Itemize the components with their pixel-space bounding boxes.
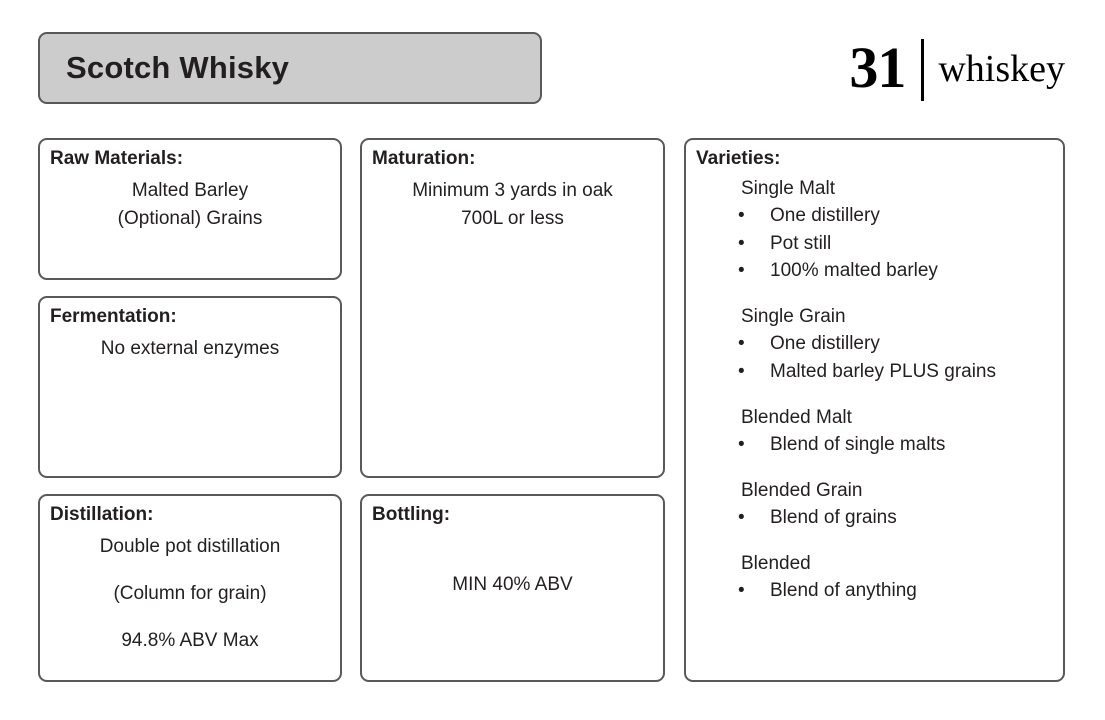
- bullet-icon: •: [738, 260, 745, 282]
- card-line: No external enzymes: [100, 337, 280, 359]
- list-item: • One distillery: [696, 202, 1053, 230]
- variety-name: Single Malt: [741, 177, 835, 199]
- title-banner: Scotch Whisky: [38, 32, 542, 104]
- list-item-label: One distillery: [770, 333, 880, 355]
- list-item: • Malted barley PLUS grains: [696, 358, 1053, 386]
- card-line: Minimum 3 yards in oak: [412, 179, 613, 201]
- card-body: Minimum 3 yards in oak 700L or less: [372, 177, 653, 233]
- list-item-label: Blend of grains: [770, 507, 897, 529]
- list-item: • One distillery: [696, 330, 1053, 358]
- list-item-label: 100% malted barley: [770, 260, 938, 282]
- card-body: Double pot distillation (Column for grai…: [50, 533, 330, 655]
- variety-group: Single Malt • One distillery • Pot still •…: [696, 175, 1053, 285]
- card-distillation: Distillation: Double pot distillation (C…: [38, 494, 342, 682]
- list-item-label: One distillery: [770, 205, 880, 227]
- varieties-list: Single Malt • One distillery • Pot still •…: [696, 175, 1053, 605]
- card-line: (Column for grain): [113, 582, 267, 604]
- card-title: Varieties:: [696, 148, 781, 169]
- variety-group: Blended • Blend of anything: [696, 550, 1053, 605]
- list-item: • Blend of grains: [696, 504, 1053, 532]
- bullet-icon: •: [738, 232, 745, 254]
- list-item-label: Blend of anything: [770, 580, 917, 602]
- card-fermentation: Fermentation: No external enzymes: [38, 296, 342, 478]
- brand-logo: 31 whiskey: [849, 34, 1065, 106]
- brand-word: whiskey: [938, 48, 1065, 90]
- bullet-icon: •: [738, 361, 745, 383]
- variety-name: Blended Grain: [741, 479, 863, 501]
- bullet-icon: •: [738, 434, 745, 456]
- variety-bullet-list: • Blend of anything: [696, 577, 1053, 605]
- card-line-spacer: [50, 561, 330, 580]
- bullet-icon: •: [738, 580, 745, 602]
- variety-name: Blended Malt: [741, 406, 852, 428]
- card-varieties: Varieties: Single Malt • One distillery •…: [684, 138, 1065, 682]
- variety-name: Single Grain: [741, 305, 846, 327]
- variety-name: Blended: [741, 552, 811, 574]
- list-item-label: Malted barley PLUS grains: [770, 361, 996, 383]
- bullet-icon: •: [738, 507, 745, 529]
- card-line: MIN 40% ABV: [452, 573, 573, 595]
- brand-divider: [921, 39, 925, 101]
- card-line: Malted Barley: [131, 179, 249, 201]
- card-title: Fermentation:: [50, 306, 177, 327]
- list-item: • Blend of single malts: [696, 431, 1053, 459]
- card-line-spacer: [372, 533, 653, 552]
- card-bottling: Bottling: MIN 40% ABV: [360, 494, 665, 682]
- bullet-icon: •: [738, 333, 745, 355]
- brand-number: 31: [849, 35, 906, 100]
- card-line-spacer: [372, 552, 653, 571]
- list-item: • 100% malted barley: [696, 257, 1053, 285]
- card-maturation: Maturation: Minimum 3 yards in oak 700L …: [360, 138, 665, 478]
- variety-bullet-list: • One distillery • Pot still • 100% malted …: [696, 202, 1053, 285]
- card-body: MIN 40% ABV: [372, 533, 653, 599]
- variety-bullet-list: • Blend of single malts: [696, 431, 1053, 459]
- variety-group: Single Grain • One distillery • Malted bar…: [696, 303, 1053, 386]
- card-raw-materials: Raw Materials: Malted Barley (Optional) …: [38, 138, 342, 280]
- card-line: (Optional) Grains: [117, 207, 263, 229]
- card-title: Raw Materials:: [50, 148, 184, 169]
- card-line: 94.8% ABV Max: [121, 629, 259, 651]
- card-title: Maturation:: [372, 148, 476, 169]
- card-line-spacer: [50, 608, 330, 627]
- variety-bullet-list: • Blend of grains: [696, 504, 1053, 532]
- list-item: • Pot still: [696, 230, 1053, 258]
- list-item-label: Pot still: [770, 232, 832, 254]
- card-body: Malted Barley (Optional) Grains: [50, 177, 330, 233]
- card-line: Double pot distillation: [99, 535, 281, 557]
- card-title: Distillation:: [50, 504, 154, 525]
- list-item-label: Blend of single malts: [770, 434, 946, 456]
- card-body: No external enzymes: [50, 335, 330, 363]
- page-title: Scotch Whisky: [66, 50, 290, 85]
- bullet-icon: •: [738, 205, 745, 227]
- list-item: • Blend of anything: [696, 577, 1053, 605]
- card-line: 700L or less: [461, 207, 564, 229]
- variety-group: Blended Grain • Blend of grains: [696, 477, 1053, 532]
- page-header: Scotch Whisky 31 whiskey: [0, 0, 1105, 130]
- variety-bullet-list: • One distillery • Malted barley PLUS grai…: [696, 330, 1053, 385]
- card-title: Bottling:: [372, 504, 451, 525]
- variety-group: Blended Malt • Blend of single malts: [696, 404, 1053, 459]
